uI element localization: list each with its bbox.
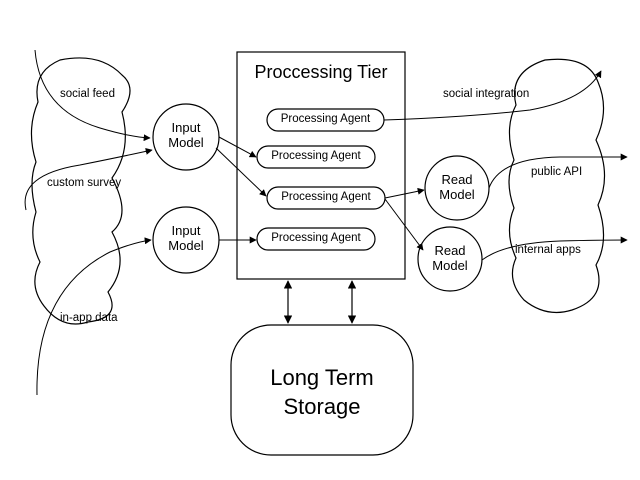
flow-input1-agent3 — [215, 147, 267, 197]
processing-agent-label-4: Processing Agent — [271, 232, 361, 244]
read-model-2 — [417, 226, 483, 292]
source-cloud — [30, 57, 131, 325]
internal-apps-label: internal apps — [515, 244, 581, 256]
social-feed-label: social feed — [60, 88, 115, 100]
custom-survey-flow — [24, 147, 153, 211]
processing-agent-label-3: Processing Agent — [281, 191, 371, 203]
input-model-label-2: Input Model — [168, 223, 204, 253]
public-api-flow — [488, 153, 628, 189]
read-model-label-2: Read Model — [432, 243, 468, 273]
social-integration-flow — [383, 70, 602, 121]
public-api-label: public API — [531, 166, 583, 178]
processing-tier-title: Proccessing Tier — [254, 62, 388, 82]
processing-agent-label-2: Processing Agent — [271, 150, 361, 162]
processing-agent-4 — [256, 227, 376, 251]
storage-label: Long Term Storage — [270, 365, 374, 419]
consumer-cloud — [508, 58, 606, 313]
flow-agent3-read1 — [384, 187, 425, 199]
long-term-storage — [230, 324, 414, 456]
internal-apps-flow — [481, 236, 628, 261]
social-integration-label: social integration — [443, 88, 530, 100]
input-model-label-1: Input Model — [168, 120, 204, 150]
flow-input1-agent2 — [218, 136, 257, 158]
in-app-data-flow — [36, 237, 152, 396]
in-app-data-label: in-app data — [60, 312, 118, 324]
flow-agent3-read2 — [384, 198, 424, 251]
processing-agent-label-1: Processing Agent — [280, 113, 371, 125]
read-model-label-1: Read Model — [439, 172, 475, 202]
custom-survey-label: custom survey — [47, 177, 122, 189]
social-feed-flow — [34, 49, 151, 142]
processing-agent-2 — [256, 145, 376, 169]
